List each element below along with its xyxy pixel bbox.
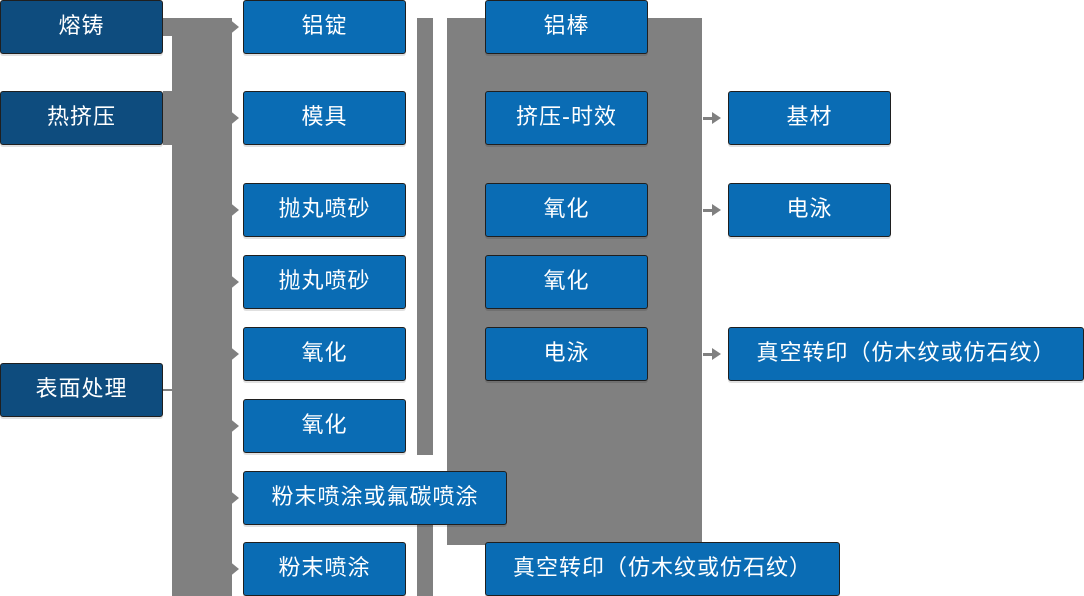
mid-ladder-gap — [417, 455, 433, 475]
output-box-substrate[interactable]: 基材 — [728, 91, 891, 145]
operation-label: 抛丸喷砂 — [278, 197, 371, 222]
treatment-box-oxidation-1[interactable]: 氧化 — [485, 183, 648, 237]
operation-box-aluminum-ingot[interactable]: 铝锭 — [243, 0, 406, 54]
output-box-vacuum-transfer-print[interactable]: 真空转印（仿木纹或仿石纹） — [728, 327, 1084, 381]
treatment-label: 挤压-时效 — [516, 105, 617, 130]
ladder-tick-1 — [433, 22, 448, 25]
operation-label: 抛丸喷砂 — [278, 269, 371, 294]
stage-box-hot-extrusion[interactable]: 热挤压 — [0, 91, 163, 145]
stage-box-melting[interactable]: 熔铸 — [0, 0, 163, 54]
left-bar-notch-upper — [163, 36, 172, 91]
operation-box-oxidation-1[interactable]: 氧化 — [243, 327, 406, 381]
treatment-label: 氧化 — [543, 197, 590, 222]
arrow-stem-to-out-1 — [703, 117, 715, 120]
treatment-label: 真空转印（仿木纹或仿石纹） — [512, 556, 812, 581]
left-arrow-to-op-8 — [228, 560, 239, 578]
stage-label: 熔铸 — [58, 14, 105, 39]
operation-label: 粉末喷涂或氟碳喷涂 — [271, 485, 479, 510]
stage-box-surface-treatment[interactable]: 表面处理 — [0, 363, 163, 417]
stage-label: 热挤压 — [46, 105, 116, 130]
left-arrow-to-op-7 — [228, 489, 239, 507]
left-arrow-to-op-2 — [228, 109, 239, 127]
operation-box-shot-blasting-2[interactable]: 抛丸喷砂 — [243, 255, 406, 309]
treatment-box-extrusion-aging[interactable]: 挤压-时效 — [485, 91, 648, 145]
stage-label: 表面处理 — [35, 377, 128, 402]
stage-3-link — [163, 389, 181, 391]
treatment-box-aluminum-bar[interactable]: 铝棒 — [485, 0, 648, 54]
ladder-tick-6 — [433, 564, 448, 567]
operation-box-powder-coating[interactable]: 粉末喷涂 — [243, 542, 406, 596]
mid-ladder-bar — [417, 18, 433, 596]
left-arrow-to-op-5 — [228, 345, 239, 363]
ladder-tick-4 — [433, 265, 448, 268]
operation-box-shot-blasting-1[interactable]: 抛丸喷砂 — [243, 183, 406, 237]
output-label: 电泳 — [786, 197, 833, 222]
stage-2-stub — [163, 91, 179, 145]
treatment-box-vacuum-transfer-print[interactable]: 真空转印（仿木纹或仿石纹） — [485, 542, 840, 596]
operation-box-powder-or-fluorocarbon-coating[interactable]: 粉末喷涂或氟碳喷涂 — [243, 471, 507, 525]
arrow-head-to-out-1 — [712, 112, 721, 124]
arrow-stem-to-out-2 — [703, 209, 715, 212]
left-arrow-to-op-1 — [228, 18, 239, 36]
ladder-tick-3 — [433, 195, 448, 198]
arrow-head-to-out-2 — [712, 204, 721, 216]
operation-box-mold[interactable]: 模具 — [243, 91, 406, 145]
operation-label: 氧化 — [301, 413, 348, 438]
left-arrow-to-op-4 — [228, 273, 239, 291]
treatment-box-oxidation-2[interactable]: 氧化 — [485, 255, 648, 309]
arrow-stem-to-out-3 — [703, 353, 715, 356]
operation-box-oxidation-2[interactable]: 氧化 — [243, 399, 406, 453]
treatment-box-electrophoresis[interactable]: 电泳 — [485, 327, 648, 381]
treatment-label: 氧化 — [543, 269, 590, 294]
treatment-label: 铝棒 — [543, 14, 590, 39]
left-arrow-to-op-6 — [228, 417, 239, 435]
ladder-tick-5 — [433, 340, 448, 343]
arrow-head-to-out-3 — [712, 348, 721, 360]
left-distributor-bar — [172, 18, 232, 596]
left-arrow-to-op-3 — [228, 201, 239, 219]
operation-label: 模具 — [301, 105, 348, 130]
treatment-label: 电泳 — [543, 341, 590, 366]
output-label: 基材 — [786, 105, 833, 130]
operation-label: 氧化 — [301, 341, 348, 366]
operation-label: 铝锭 — [301, 14, 348, 39]
output-label: 真空转印（仿木纹或仿石纹） — [756, 341, 1056, 366]
ladder-tick-2 — [433, 101, 448, 104]
stage-1-stub — [163, 18, 179, 36]
left-bar-notch-lower — [163, 353, 172, 383]
output-box-electrophoresis[interactable]: 电泳 — [728, 183, 891, 237]
operation-label: 粉末喷涂 — [278, 556, 371, 581]
